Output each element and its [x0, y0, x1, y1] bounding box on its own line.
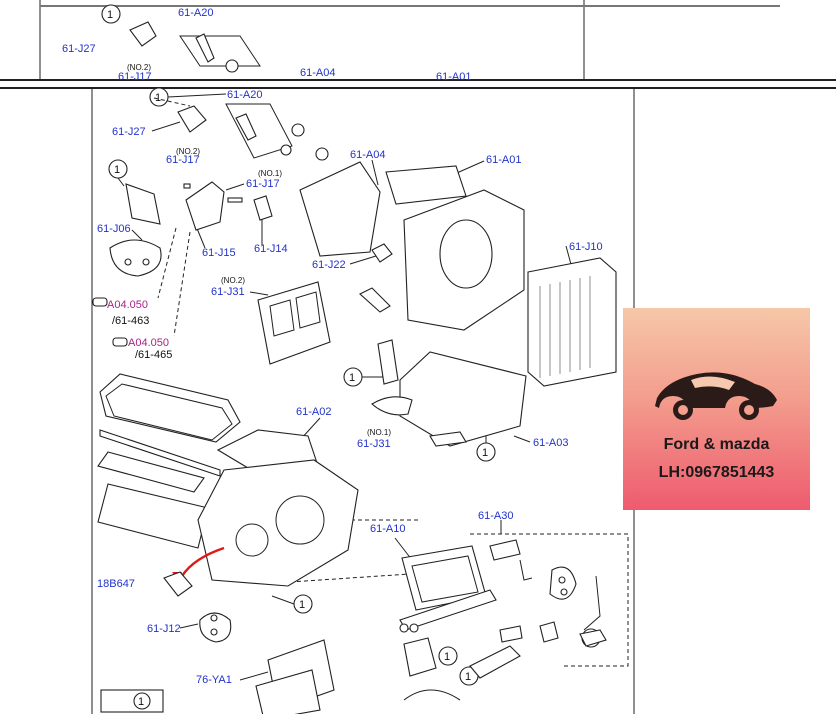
svg-text:/61-465: /61-465	[135, 349, 172, 361]
sports-car-icon	[655, 372, 777, 420]
callout-circle: 1	[108, 159, 128, 179]
reference-a04050-465[interactable]: A04.050 /61-465	[112, 337, 172, 361]
note-no2: (NO.2)	[176, 147, 200, 156]
case-cover-61-A04	[299, 161, 381, 257]
svg-text:1: 1	[444, 651, 450, 663]
ad-phone: LH:0967851443	[658, 464, 775, 481]
sensor-part	[253, 195, 273, 221]
svg-text:1: 1	[465, 671, 471, 683]
top-strip: 1 61-A20 61-J27 (NO.2) 61-J17 61-A04 61-…	[0, 0, 836, 83]
lower-case-61-A03	[399, 351, 527, 447]
label-61-J10: 61-J10	[569, 241, 603, 253]
svg-text:1: 1	[155, 92, 161, 104]
label-61-A10: 61-A10	[370, 523, 405, 535]
foam-pad-part	[109, 239, 162, 277]
svg-text:1: 1	[349, 372, 355, 384]
duct-61-A01	[385, 165, 467, 205]
pad-61-J12	[199, 612, 232, 643]
svg-text:/61-463: /61-463	[112, 315, 149, 327]
label-61-J15: 61-J15	[202, 247, 236, 259]
callout-circle: 1	[343, 367, 363, 387]
label-76-YA1: 76-YA1	[196, 674, 232, 686]
label-61-A30: 61-A30	[478, 510, 513, 522]
svg-text:A04.050: A04.050	[107, 299, 148, 311]
evaporator-61-J10	[527, 257, 617, 387]
label-61-J17: 61-J17	[166, 154, 200, 166]
callout-circle: 1	[101, 4, 121, 24]
label-61-J06: 61-J06	[97, 223, 131, 235]
label-61-J22: 61-J22	[312, 259, 346, 271]
label-61-J17-top: 61-J17	[118, 71, 152, 83]
label-61-A04: 61-A04	[350, 149, 385, 161]
note-no2-top: (NO.2)	[127, 63, 151, 72]
svg-text:1: 1	[107, 9, 113, 21]
svg-text:1: 1	[138, 696, 144, 708]
callout-box: 1	[100, 689, 164, 713]
callout-circle: 1	[293, 594, 313, 614]
label-61-A04-top: 61-A04	[300, 67, 335, 79]
servo-motor-part	[185, 181, 225, 231]
bracket-part	[125, 183, 161, 225]
ad-banner[interactable]: Ford & mazda LH:0967851443	[623, 308, 810, 510]
damper-clip-part	[177, 105, 207, 133]
callout-circle: 1	[476, 442, 496, 462]
label-61-J17-b: 61-J17	[246, 178, 280, 190]
callout-circle: 1	[438, 646, 458, 666]
note-no1: (NO.1)	[258, 169, 282, 178]
svg-text:1: 1	[114, 164, 120, 176]
note-no2-b: (NO.2)	[221, 276, 245, 285]
filter-frame-61-J31	[257, 281, 331, 365]
label-61-J27-top: 61-J27	[62, 43, 96, 55]
label-61-A03: 61-A03	[533, 437, 568, 449]
parts	[97, 105, 617, 719]
heater-case-part	[197, 459, 359, 587]
svg-text:1: 1	[482, 447, 488, 459]
label-61-A01: 61-A01	[486, 154, 521, 166]
lever-part	[235, 113, 257, 141]
label-61-J31-b: 61-J31	[357, 438, 391, 450]
leader-lines	[117, 93, 573, 681]
svg-text:1: 1	[299, 599, 305, 611]
callout-circle: 1	[149, 87, 169, 107]
filter-tray-part	[99, 373, 241, 443]
label-61-A02: 61-A02	[296, 406, 331, 418]
ad-title: Ford & mazda	[663, 436, 770, 453]
label-61-A01-top: 61-A01	[436, 71, 471, 83]
label-61-J12: 61-J12	[147, 623, 181, 635]
pointer-arrow	[180, 546, 225, 577]
label-61-A20: 61-A20	[227, 89, 262, 101]
label-61-J27: 61-J27	[112, 126, 146, 138]
label-61-J31: 61-J31	[211, 286, 245, 298]
svg-text:A04.050: A04.050	[128, 337, 169, 349]
label-61-J14: 61-J14	[254, 243, 288, 255]
note-no1-b: (NO.1)	[367, 428, 391, 437]
connector-18B647	[163, 571, 193, 597]
label-18B647: 18B647	[97, 578, 135, 590]
clip-part-top	[129, 21, 157, 47]
label-61-A20-top: 61-A20	[178, 7, 213, 19]
reference-a04050-463[interactable]: A04.050 /61-463	[92, 297, 149, 327]
